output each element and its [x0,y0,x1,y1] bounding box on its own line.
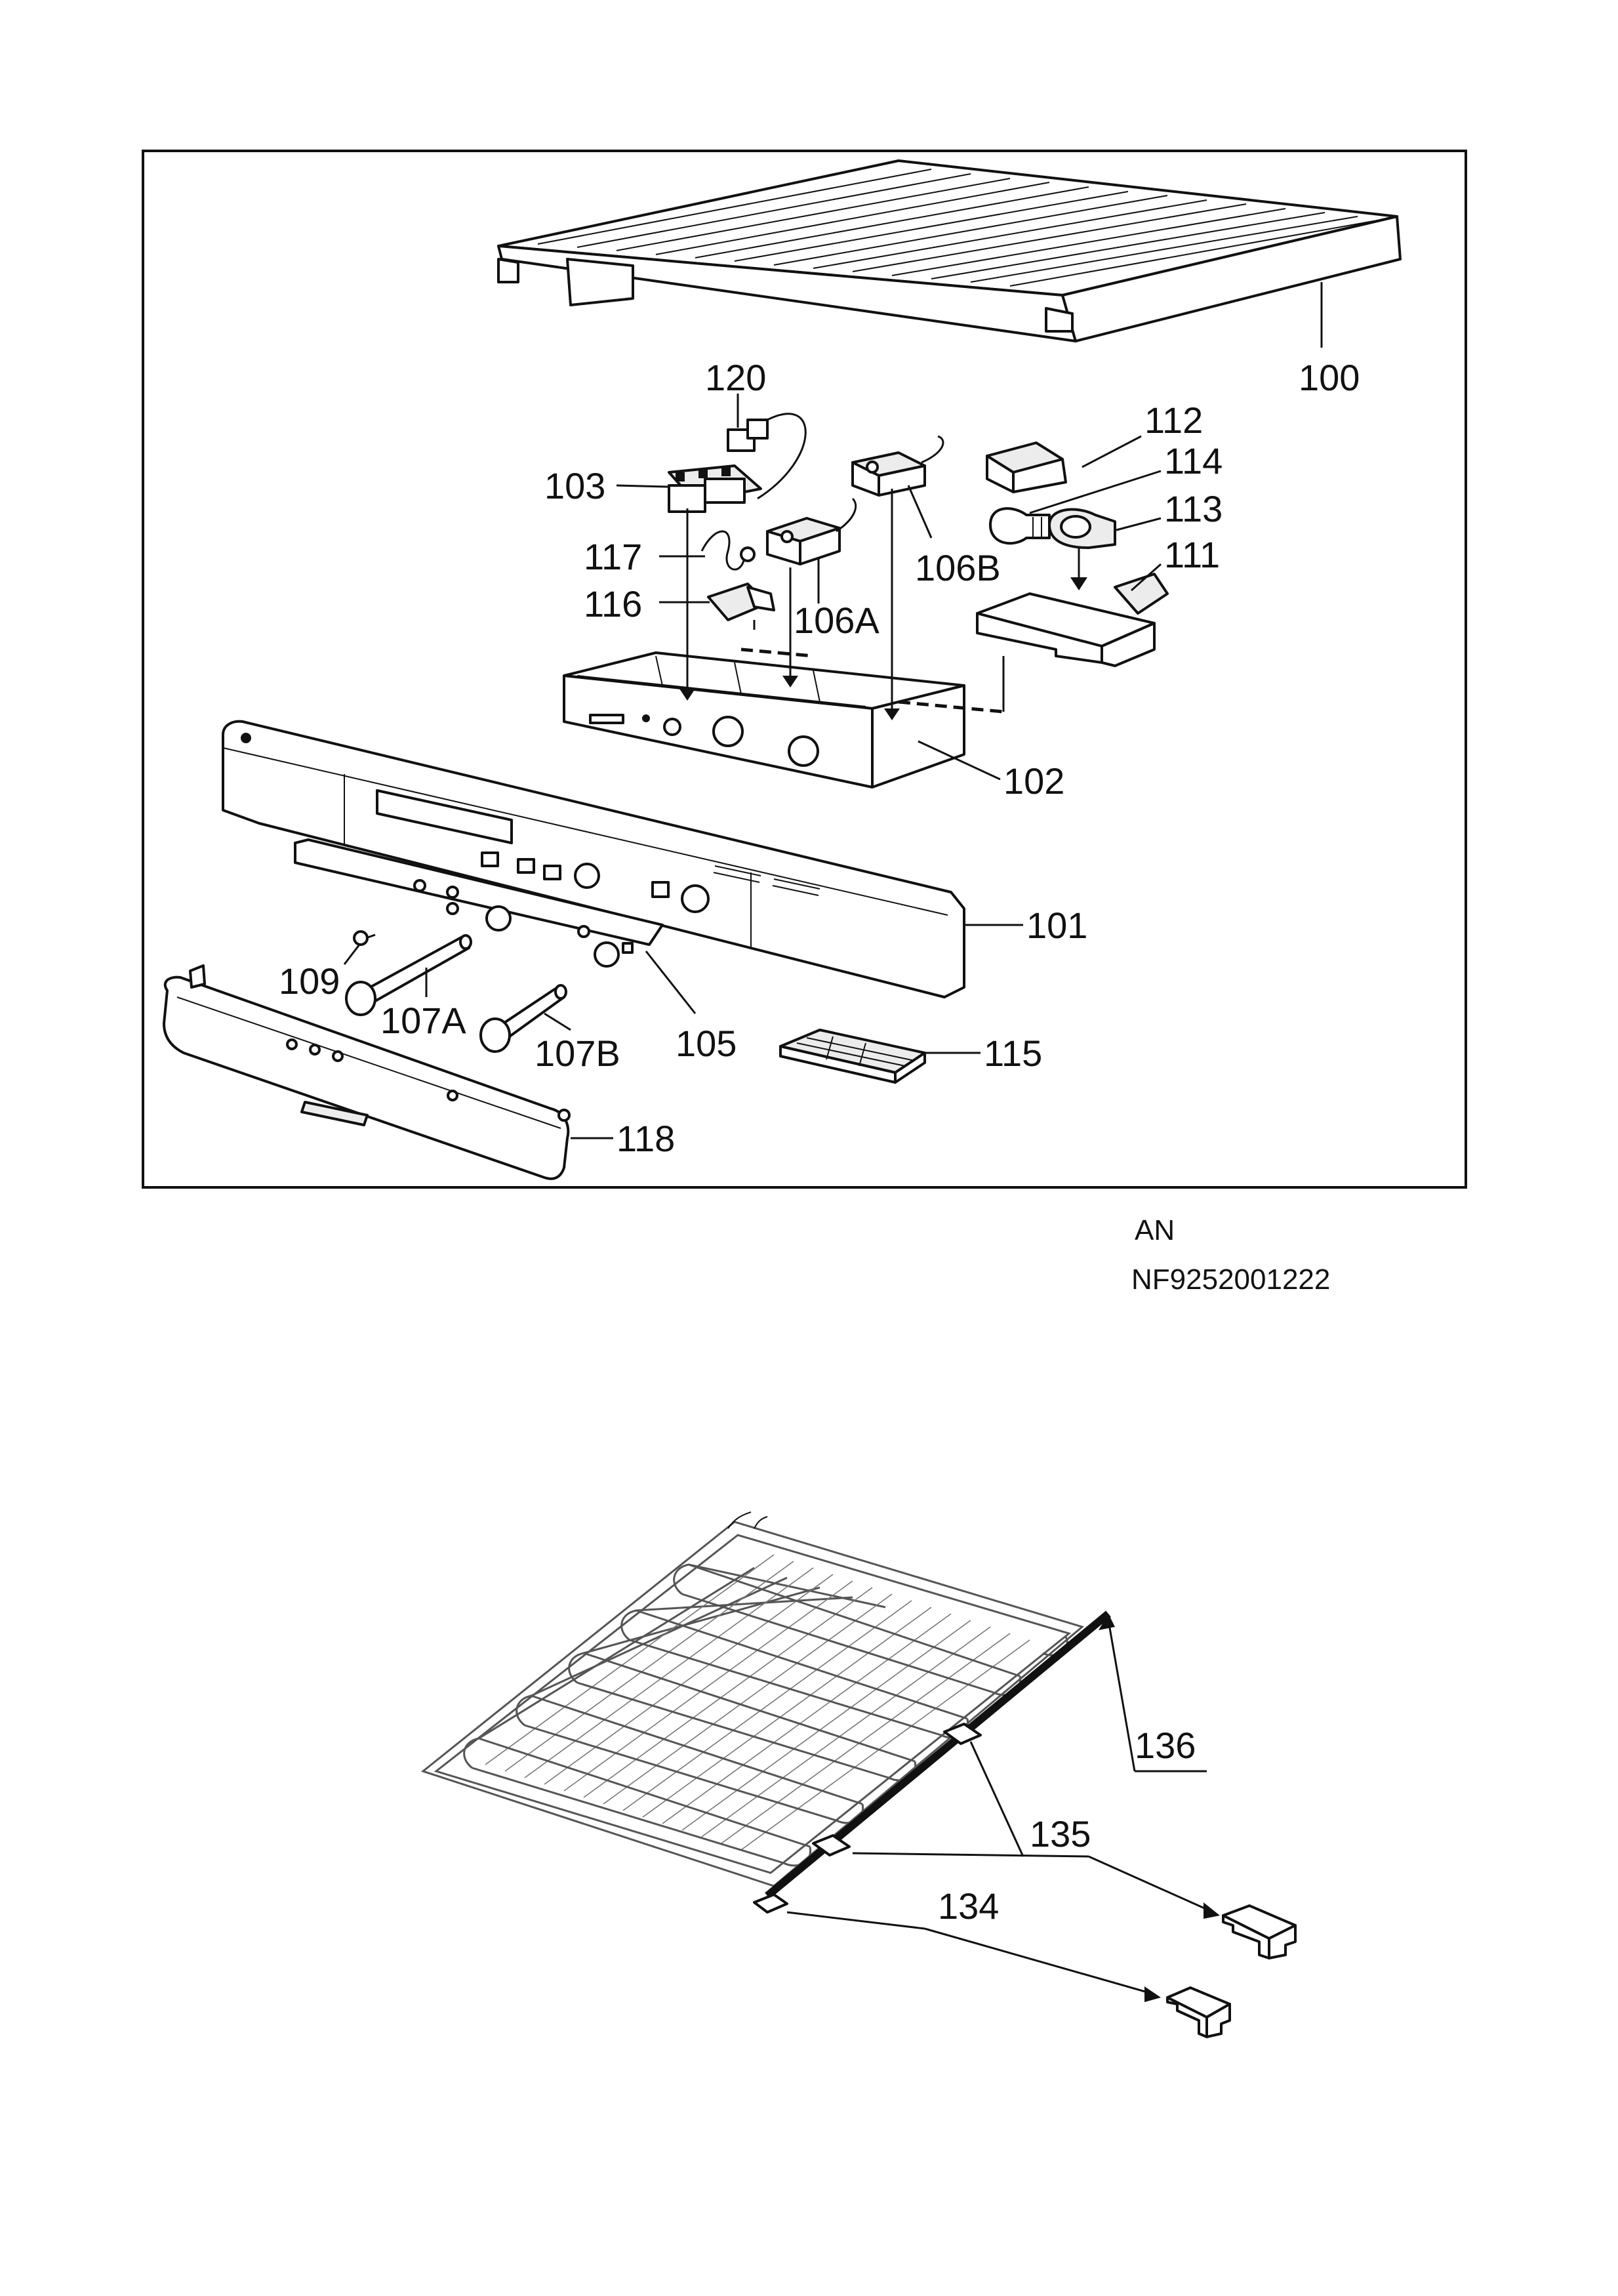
leader-106B [907,485,933,539]
part-111-lamp-housing [976,573,1169,667]
part-116-switch [707,583,775,630]
leader-111 [1131,563,1162,592]
part-134-clip-detail [1166,1986,1231,2038]
part-106B-thermostat [851,435,944,497]
label-103: 103 [544,465,605,506]
part-100-shelf [497,159,1402,342]
label-116: 116 [584,583,642,625]
label-135: 135 [1030,1813,1091,1855]
reference-code-line1: AN [1135,1214,1175,1246]
part-113-lamp-holder [1048,508,1116,549]
part-107B-shaft [479,984,567,1053]
dashed-assembly-line [740,647,814,658]
label-105: 105 [676,1023,737,1064]
label-113: 113 [1164,488,1223,529]
label-118: 118 [617,1118,675,1159]
part-101-control-panel [222,720,965,998]
label-107A: 107A [380,1000,466,1041]
leader-136 [1107,1620,1136,1772]
label-106B: 106B [915,547,1001,588]
leader-103 [616,484,668,488]
evaporator-coil [420,1511,1085,1887]
part-105-inner-panel [294,838,664,968]
leader-102 [918,740,1001,781]
label-114: 114 [1164,440,1223,482]
part-135-clip-detail [1222,1904,1297,1959]
upper-diagram-frame [142,150,1467,1189]
part-109-small-knob [353,930,376,946]
leader-107B [544,1012,571,1031]
part-106A-thermostat [766,497,857,565]
label-106A: 106A [794,600,880,641]
part-102-control-housing [563,651,965,789]
part-118-front-cover [163,964,571,1180]
part-135-clip [812,1723,982,1856]
label-134: 134 [938,1885,999,1927]
label-101: 101 [1026,905,1087,946]
part-134-clip [753,1893,788,1914]
part-115-filter-tray [779,1029,926,1084]
label-111: 111 [1164,534,1220,575]
leader-113 [1116,517,1162,531]
label-109: 109 [279,960,340,1002]
part-103-terminal-block [668,464,762,513]
reference-code-line2: NF9252001222 [1131,1263,1330,1296]
label-100: 100 [1299,357,1360,398]
label-120: 120 [705,357,766,398]
part-114-lamp-bulb [989,507,1051,545]
label-136: 136 [1135,1725,1196,1766]
leader-135b [852,1852,1089,1858]
label-115: 115 [984,1033,1042,1074]
leader-135a [969,1741,1024,1857]
leader-134 [786,1911,925,1930]
leader-109 [343,944,361,965]
leader-114 [1029,470,1162,514]
part-117-spring-clip [700,530,756,571]
leader-105 [645,951,697,1014]
part-107A-shaft [345,934,472,1016]
leader-112 [1082,435,1142,468]
part-120-connector [727,413,807,500]
label-112: 112 [1144,400,1203,441]
label-107B: 107B [535,1033,620,1074]
part-112-lamp-cover [986,441,1067,493]
label-102: 102 [1003,760,1064,802]
label-117: 117 [584,536,642,577]
